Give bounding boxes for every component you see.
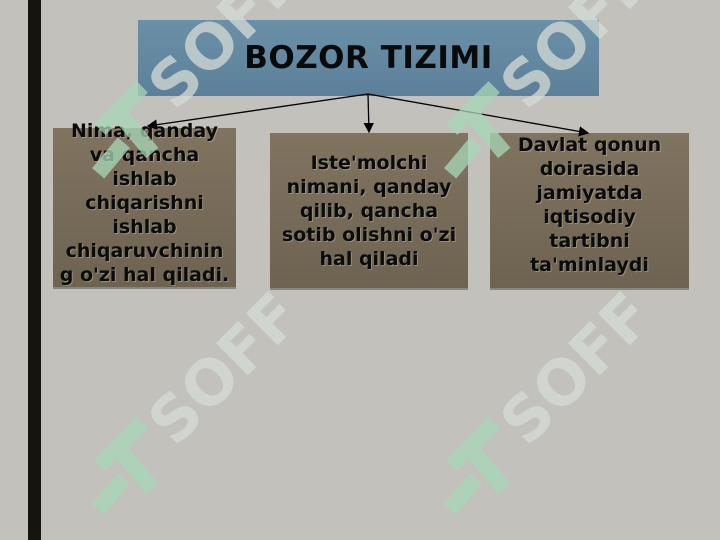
box-state-text: Davlat qonun doirasida jamiyatda iqtisod… <box>517 133 662 276</box>
box-producer-text: Nima, qanday va qancha ishlab chiqarishn… <box>59 119 230 286</box>
watermark-bottom-left: SOFF <box>92 278 314 515</box>
left-accent-bar <box>28 0 41 540</box>
leaf-logo-icon <box>444 417 511 515</box>
box-consumer: Iste'molchi nimani, qanday qilib, qancha… <box>270 133 468 288</box>
arrow-to-state <box>367 93 590 137</box>
box-state: Davlat qonun doirasida jamiyatda iqtisod… <box>490 133 689 288</box>
watermark-bottom-right: SOFF <box>444 278 666 515</box>
box-producer: Nima, qanday va qancha ishlab chiqarishn… <box>53 120 236 287</box>
diagram-title: BOZOR TIZIMI <box>244 40 493 76</box>
leaf-logo-icon <box>92 417 159 515</box>
watermark-text: SOFF <box>134 278 314 458</box>
arrow-to-consumer <box>363 93 374 134</box>
title-box: BOZOR TIZIMI <box>138 20 599 96</box>
box-consumer-text: Iste'molchi nimani, qanday qilib, qancha… <box>281 151 457 270</box>
watermark-text: SOFF <box>486 278 666 458</box>
